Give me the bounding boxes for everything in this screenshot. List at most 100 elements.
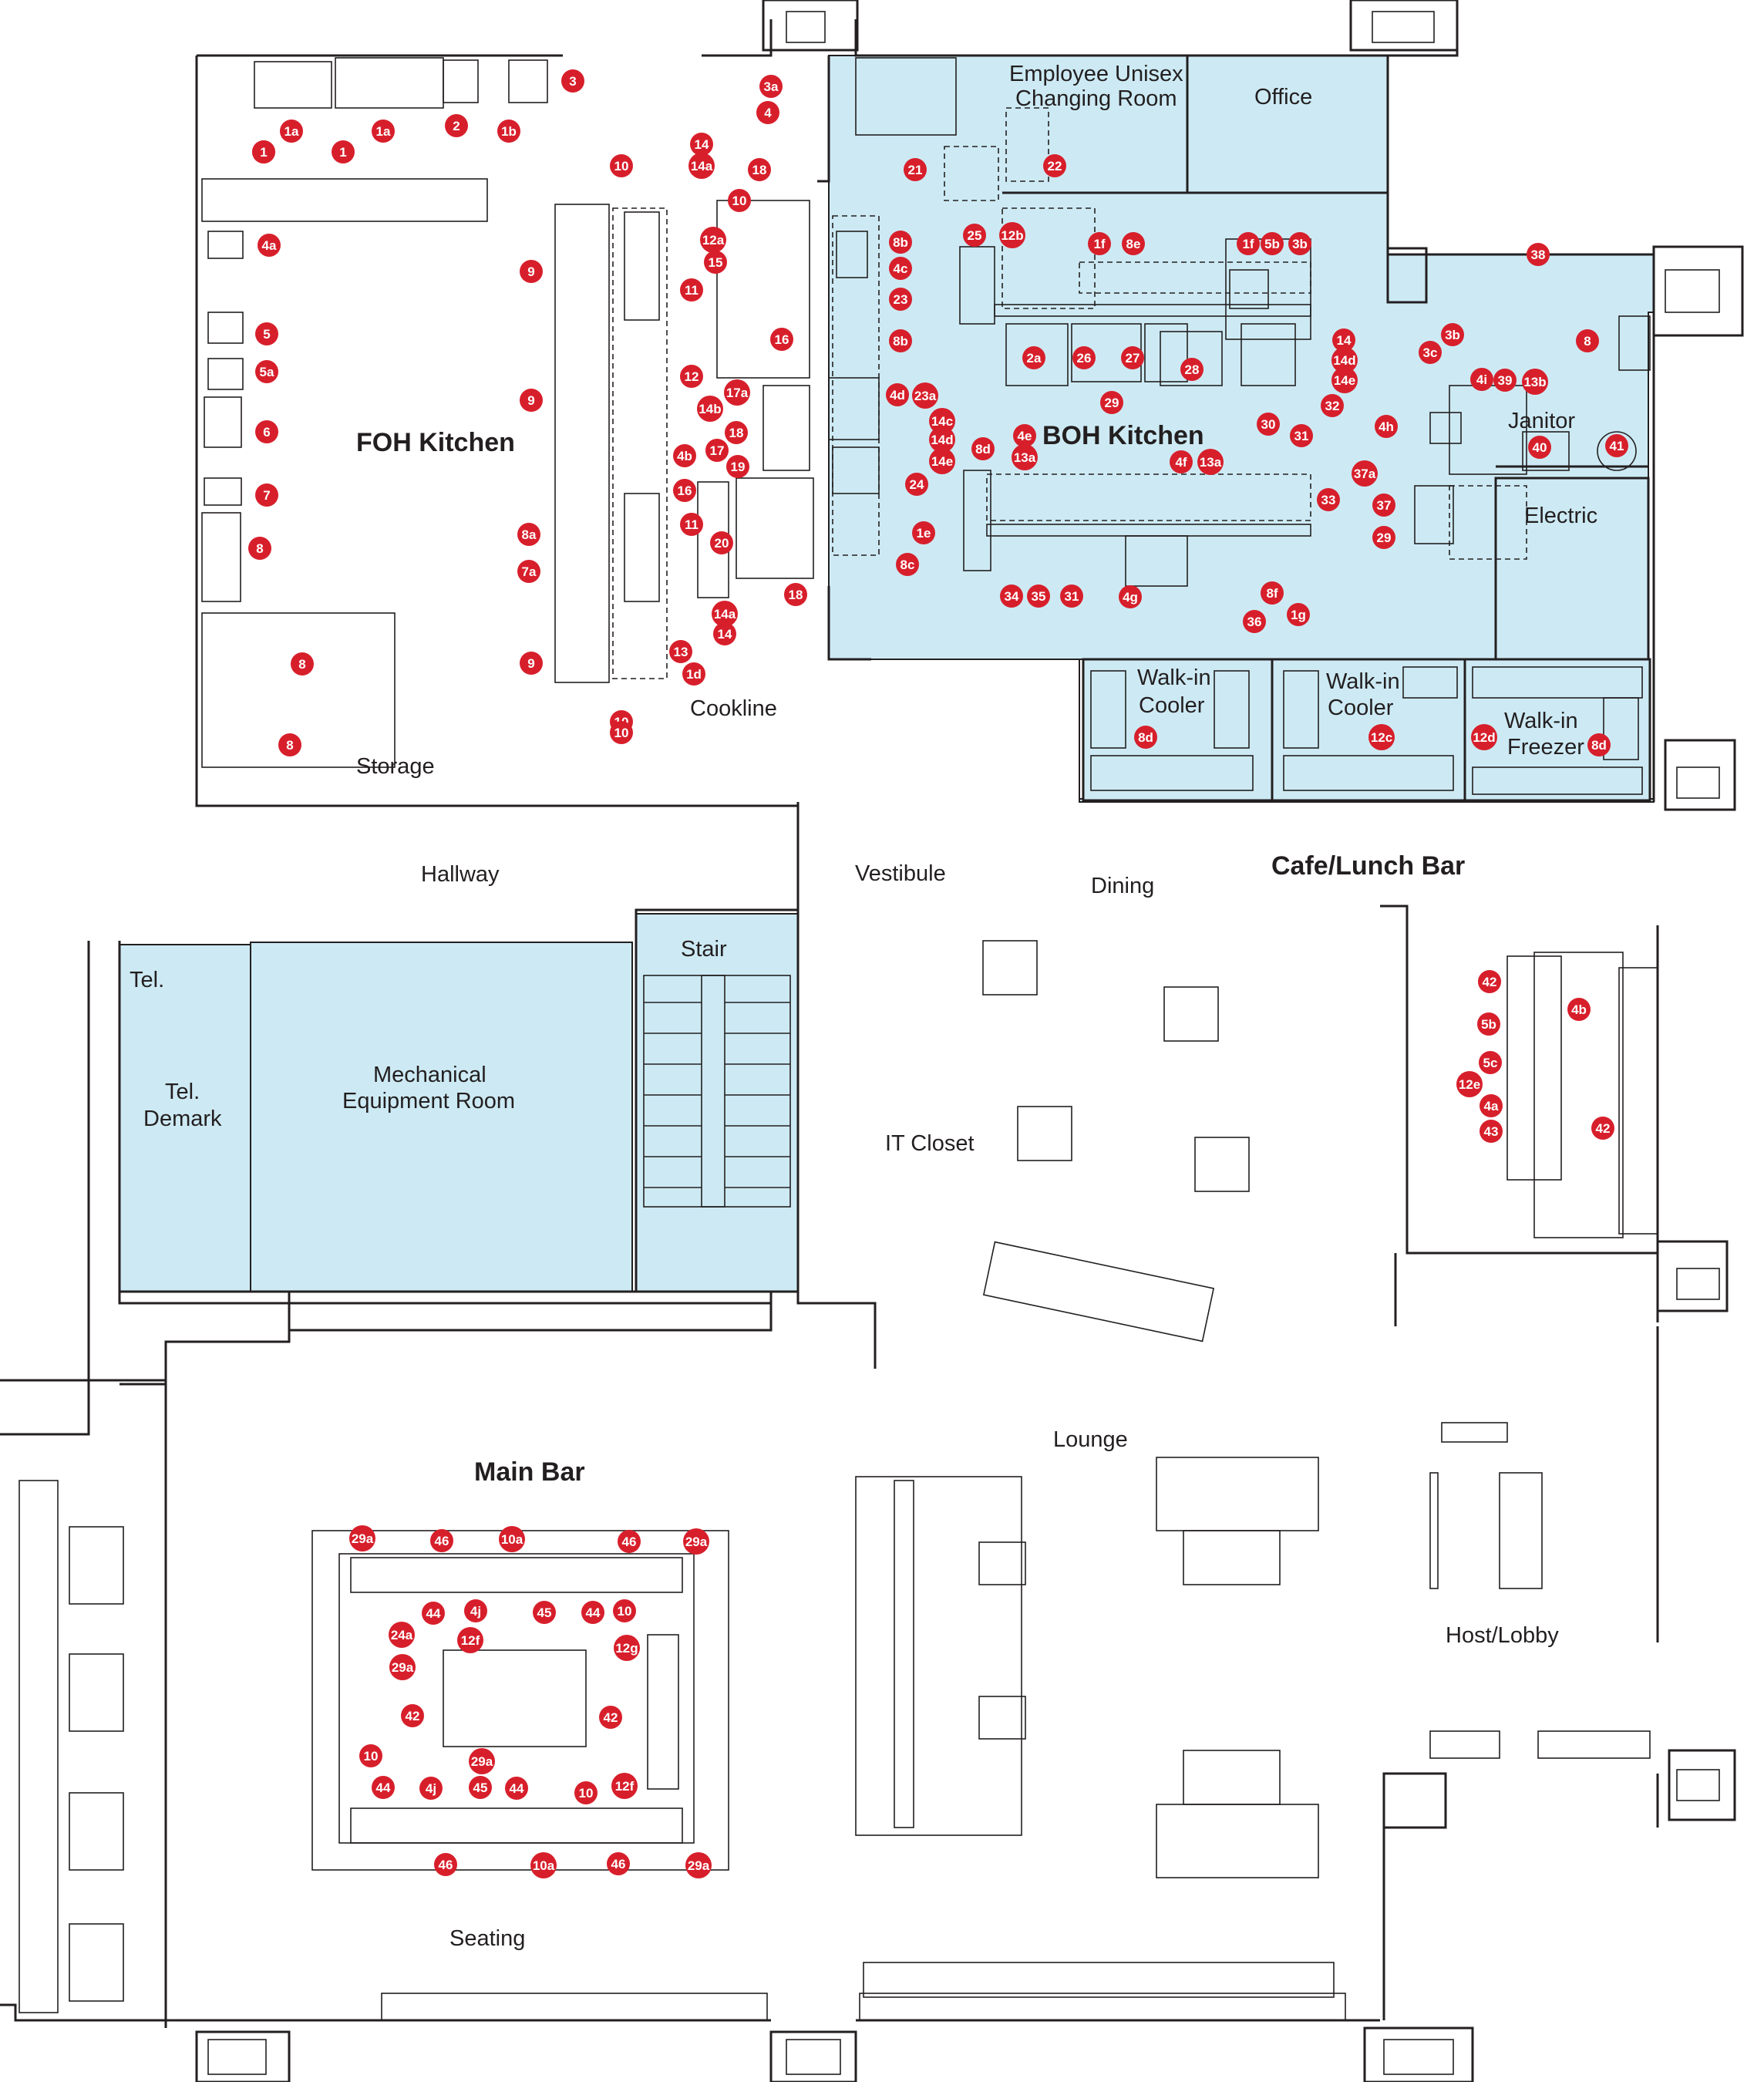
equipment-tag: 10 — [610, 154, 633, 177]
equipment-tag-label: 14a — [714, 607, 736, 622]
equipment-tag-marker — [889, 257, 912, 280]
equipment-tag-label: 4a — [262, 238, 277, 253]
equipment-tag-label: 25 — [968, 228, 982, 243]
equipment-tag: 13b — [1522, 369, 1548, 395]
equipment-tag: 21 — [904, 158, 927, 181]
equipment-tag-label: 44 — [586, 1605, 601, 1620]
equipment-tag-label: 12a — [702, 233, 725, 248]
equipment-tag-marker — [1012, 444, 1038, 470]
equipment-tag-marker — [610, 154, 633, 177]
column-markers — [207, 11, 1720, 2075]
room-label-tel-demark-2: Demark — [143, 1107, 222, 1131]
equipment-tag: 46 — [430, 1529, 453, 1552]
equipment-tag-label: 14e — [931, 454, 953, 469]
equipment-tag: 10 — [728, 189, 751, 212]
equipment-tag-marker — [1375, 415, 1398, 438]
equipment-tag: 9 — [520, 389, 543, 412]
equipment-tag-label: 8 — [298, 657, 305, 672]
equipment-tag-label: 1 — [260, 145, 267, 160]
equipment-tag-marker — [680, 365, 703, 388]
equipment-tag-marker — [1479, 1051, 1502, 1074]
main-bar — [311, 1530, 729, 1871]
equipment-tag-label: 18 — [752, 163, 767, 177]
equipment-tag-label: 8f — [1266, 586, 1278, 601]
equipment-tag: 14c — [929, 408, 955, 434]
equipment-tag-marker — [574, 1781, 598, 1804]
equipment-tag: 1g — [1287, 603, 1310, 626]
equipment-tag: 36 — [1243, 610, 1266, 633]
equipment-tag-label: 26 — [1077, 351, 1092, 366]
equipment-tag-label: 3b — [1292, 237, 1308, 251]
equipment-tag: 4j — [419, 1777, 443, 1800]
room-labels: FOH Kitchen BOH Kitchen Employee Unisex … — [130, 62, 1597, 1951]
equipment-tag-label: 10 — [614, 159, 629, 174]
equipment-tag-label: 1a — [284, 124, 299, 139]
equipment-tag-label: 5b — [1481, 1017, 1496, 1032]
equipment-tag-label: 18 — [789, 588, 803, 602]
equipment-tag-label: 13 — [674, 645, 688, 659]
equipment-tag: 14e — [1331, 367, 1358, 393]
equipment-tag-label: 9 — [527, 393, 534, 408]
equipment-tag: 12f — [611, 1773, 638, 1799]
room-label-cookline: Cookline — [690, 696, 777, 721]
equipment-tag-marker — [530, 1852, 557, 1878]
equipment-tag-label: 11 — [685, 283, 699, 298]
equipment-tag: 12d — [1471, 724, 1497, 750]
equipment-tag-marker — [1288, 232, 1311, 255]
equipment-tag-marker — [1587, 733, 1611, 756]
equipment-tag-marker — [1441, 323, 1464, 346]
equipment-tag: 14 — [1332, 328, 1355, 352]
equipment-tag: 41 — [1605, 434, 1628, 457]
equipment-tag: 28 — [1180, 358, 1203, 381]
equipment-tag-marker — [726, 455, 749, 478]
equipment-tag-label: 46 — [611, 1857, 626, 1871]
equipment-tag-marker — [889, 288, 912, 311]
equipment-tag: 12f — [457, 1627, 483, 1653]
equipment-tag: 2a — [1022, 346, 1045, 369]
equipment-tag: 10 — [610, 721, 633, 744]
equipment-tag-marker — [1332, 328, 1355, 352]
equipment-tag: 44 — [505, 1777, 528, 1800]
equipment-tag: 33 — [1317, 488, 1340, 511]
equipment-tag-label: 1 — [339, 145, 346, 160]
equipment-tag-marker — [725, 421, 748, 444]
equipment-tag-label: 5c — [1483, 1056, 1498, 1070]
equipment-tag-label: 3 — [569, 74, 576, 89]
equipment-tag-marker — [613, 1599, 636, 1622]
equipment-tag-label: 32 — [1325, 399, 1340, 413]
equipment-tag: 5a — [255, 360, 278, 383]
equipment-tag: 1b — [497, 120, 520, 143]
equipment-tag-marker — [896, 553, 919, 576]
equipment-tag: 34 — [1000, 585, 1023, 608]
equipment-tag-label: 4g — [1123, 590, 1138, 605]
equipment-tag: 4a — [1480, 1094, 1503, 1117]
equipment-tag-marker — [520, 260, 543, 283]
equipment-tag-label: 10a — [533, 1858, 555, 1873]
equipment-tag-label: 23 — [894, 292, 908, 307]
equipment-tag-label: 30 — [1261, 417, 1276, 432]
equipment-tag: 29a — [685, 1852, 712, 1878]
equipment-tag: 15 — [704, 251, 727, 274]
equipment-tag-marker — [1368, 724, 1395, 750]
equipment-tag-marker — [1119, 585, 1142, 608]
room-label-tel: Tel. — [130, 968, 164, 992]
equipment-tag-label: 7 — [263, 488, 270, 503]
equipment-tag: 44 — [581, 1601, 604, 1624]
equipment-tag-marker — [469, 1748, 495, 1774]
equipment-tag-marker — [929, 426, 955, 453]
room-label-seating: Seating — [449, 1926, 525, 1951]
equipment-tag: 1e — [912, 521, 935, 544]
equipment-tag-label: 35 — [1032, 589, 1046, 604]
equipment-tag-label: 4e — [1018, 429, 1032, 443]
equipment-tag: 10 — [613, 1599, 636, 1622]
equipment-tag-label: 12f — [615, 1779, 635, 1794]
equipment-tag-label: 9 — [527, 656, 534, 671]
room-label-office: Office — [1254, 85, 1312, 109]
equipment-tag: 16 — [673, 479, 696, 502]
equipment-tag: 11 — [680, 278, 703, 302]
equipment-tag-marker — [929, 448, 955, 474]
equipment-tag: 46 — [607, 1852, 630, 1875]
equipment-tag-marker — [1493, 369, 1517, 392]
room-label-janitor: Janitor — [1508, 409, 1575, 433]
equipment-tag: 4f — [1170, 450, 1193, 473]
